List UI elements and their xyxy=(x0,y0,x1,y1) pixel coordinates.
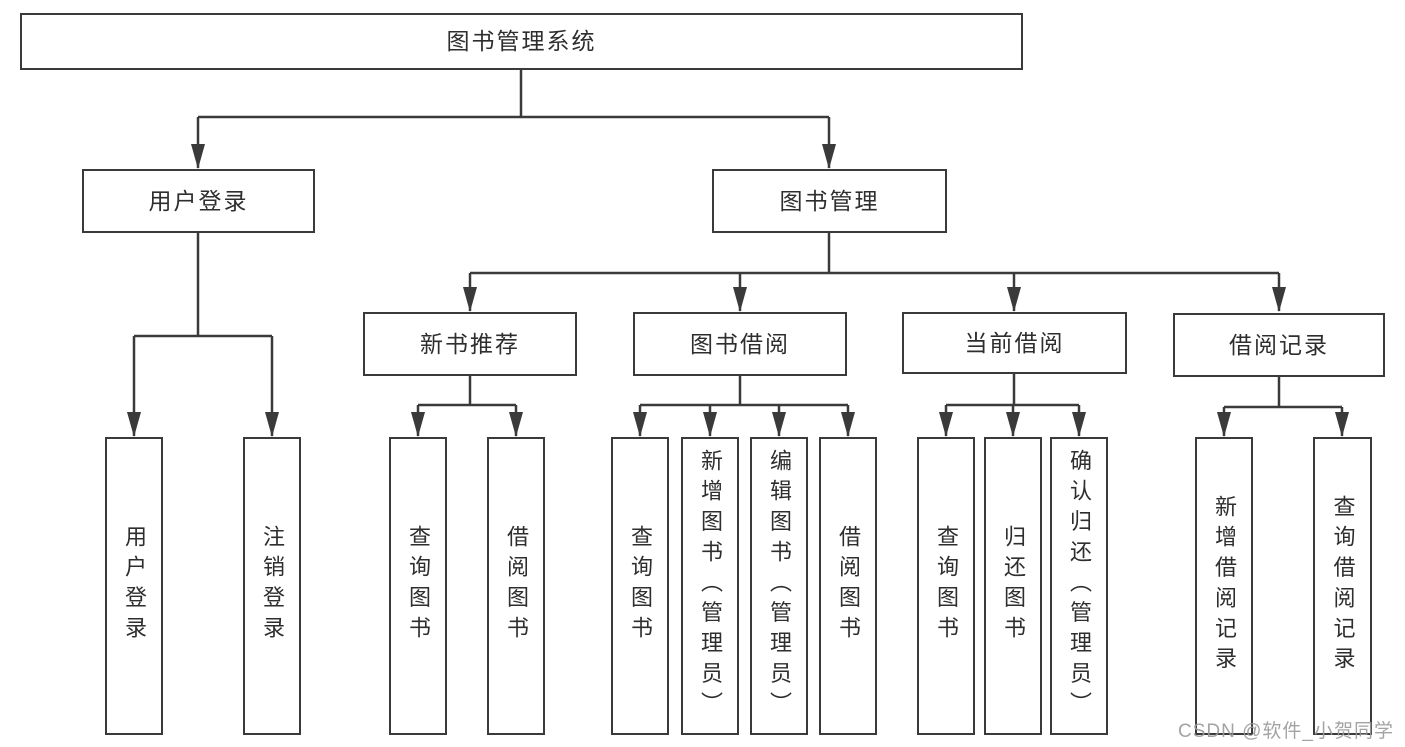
node-label: 新增借阅记录 xyxy=(1212,494,1237,678)
node-label: 确认归还（管理员） xyxy=(1067,449,1092,723)
leaf-borrow-books-recommend: 借阅图书 xyxy=(487,437,545,735)
leaf-add-borrow-record: 新增借阅记录 xyxy=(1195,437,1253,735)
node-book-management: 图书管理 xyxy=(712,169,947,233)
node-label: 查询图书 xyxy=(934,525,959,647)
csdn-watermark: CSDN @软件_小贺同学 xyxy=(1178,721,1394,742)
leaf-logout: 注销登录 xyxy=(243,437,301,735)
node-label: 查询图书 xyxy=(406,525,431,647)
node-label: 查询借阅记录 xyxy=(1330,494,1356,678)
node-label: 查询图书 xyxy=(628,525,653,647)
node-new-book-recommend: 新书推荐 xyxy=(363,312,577,376)
node-label: 图书借阅 xyxy=(690,330,790,357)
leaf-confirm-return-admin: 确认归还（管理员） xyxy=(1050,437,1108,735)
node-label: 用户登录 xyxy=(148,187,249,214)
node-label: 图书管理 xyxy=(779,187,880,214)
leaf-borrow-books-borrowing: 借阅图书 xyxy=(819,437,877,735)
node-label: 新书推荐 xyxy=(420,330,520,357)
node-label: 借阅图书 xyxy=(504,525,529,647)
node-borrowing-records: 借阅记录 xyxy=(1173,313,1385,377)
node-library-management-system: 图书管理系统 xyxy=(20,13,1023,70)
node-label: 用户登录 xyxy=(122,525,147,647)
leaf-query-books-borrowing: 查询图书 xyxy=(611,437,669,735)
leaf-query-books-recommend: 查询图书 xyxy=(389,437,447,735)
node-label: 编辑图书（管理员） xyxy=(767,449,792,723)
leaf-query-borrow-record: 查询借阅记录 xyxy=(1313,437,1372,735)
leaf-add-books-admin: 新增图书（管理员） xyxy=(681,437,739,735)
leaf-user-login: 用户登录 xyxy=(105,437,163,735)
node-book-borrowing: 图书借阅 xyxy=(633,312,847,376)
leaf-edit-books-admin: 编辑图书（管理员） xyxy=(750,437,808,735)
node-label: 图书管理系统 xyxy=(446,28,597,54)
leaf-query-books-current: 查询图书 xyxy=(917,437,975,735)
node-label: 借阅图书 xyxy=(836,525,861,647)
node-label: 新增图书（管理员） xyxy=(698,449,723,723)
node-user-login: 用户登录 xyxy=(82,169,315,233)
node-current-borrowing: 当前借阅 xyxy=(902,312,1127,374)
node-label: 当前借阅 xyxy=(964,329,1065,356)
node-label: 注销登录 xyxy=(260,525,285,647)
leaf-return-books: 归还图书 xyxy=(984,437,1042,735)
node-label: 借阅记录 xyxy=(1229,331,1329,358)
node-label: 归还图书 xyxy=(1001,525,1026,647)
